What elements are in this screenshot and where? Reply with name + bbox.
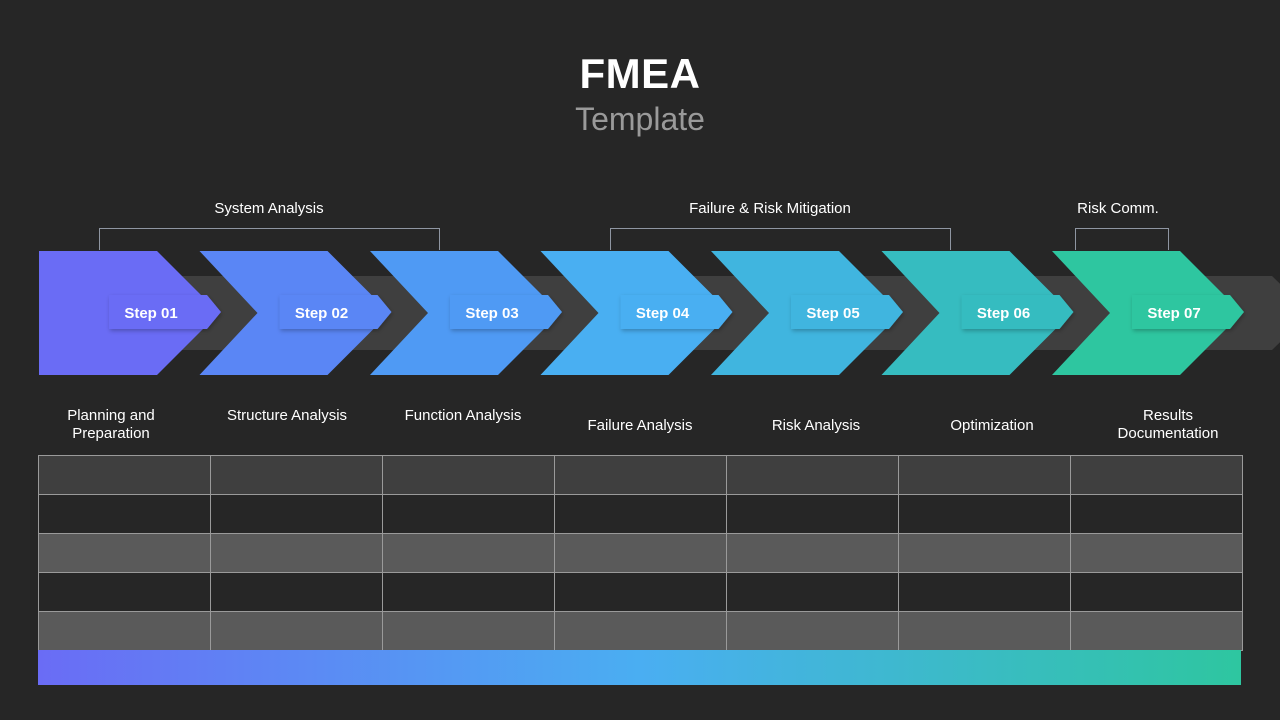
group-label-system-analysis: System Analysis [214, 200, 324, 217]
table-cell [726, 611, 899, 651]
table-cell [38, 533, 211, 573]
table-cell [1070, 533, 1243, 573]
table-cell [38, 455, 211, 495]
table-cell [554, 494, 727, 534]
table-cell [554, 533, 727, 573]
step-label-3: Function Analysis [404, 407, 522, 424]
table-cell [210, 611, 383, 651]
table-cell [726, 494, 899, 534]
table-row [38, 533, 1243, 573]
group-label-risk-comm: Risk Comm. [1077, 200, 1159, 217]
step-5-badge [791, 295, 903, 329]
table-cell [38, 572, 211, 612]
page-title: FMEA [579, 50, 701, 97]
table-cell [726, 572, 899, 612]
page-subtitle: Template [575, 101, 705, 137]
table-row [38, 572, 1243, 612]
table-cell [382, 572, 555, 612]
table-cell [554, 611, 727, 651]
step-label-5: Risk Analysis [771, 417, 861, 434]
step-2-badge [279, 295, 392, 329]
table-cell [382, 494, 555, 534]
step-label-7: Results Documentation [1117, 407, 1219, 442]
group-label-failure-risk-mitigation: Failure & Risk Mitigation [689, 200, 851, 217]
group-bracket-risk-comm [1075, 228, 1169, 250]
fmea-table [38, 455, 1243, 651]
step-3-badge-label: Step 03 [465, 305, 518, 322]
table-row [38, 611, 1243, 651]
table-cell [38, 494, 211, 534]
table-cell [210, 455, 383, 495]
table-cell [554, 572, 727, 612]
table-cell [554, 455, 727, 495]
table-cell [898, 533, 1071, 573]
table-row [38, 455, 1243, 495]
table-cell [898, 494, 1071, 534]
table-cell [382, 533, 555, 573]
table-row [38, 494, 1243, 534]
step-6-badge-label: Step 06 [977, 305, 1030, 322]
step-4-badge-label: Step 04 [636, 305, 690, 322]
step-3-badge [450, 295, 562, 329]
group-bracket-system-analysis [99, 228, 440, 250]
step-chevron-flow: Step 01 Step 02 Step 03 Step 04 Step 05 Step … [39, 251, 1280, 375]
step-label-6: Optimization [950, 417, 1034, 434]
step-label-4: Failure Analysis [587, 417, 693, 434]
table-cell [38, 611, 211, 651]
step-1-badge [109, 295, 221, 329]
step-2-badge-label: Step 02 [295, 305, 348, 322]
step-6-badge [961, 295, 1074, 329]
table-cell [898, 455, 1071, 495]
step-7-badge [1132, 295, 1244, 329]
table-cell [1070, 455, 1243, 495]
step-5-badge-label: Step 05 [806, 305, 859, 322]
group-bracket-failure-risk-mitigation [610, 228, 951, 250]
table-cell [1070, 494, 1243, 534]
table-cell [1070, 572, 1243, 612]
table-cell [898, 611, 1071, 651]
table-cell [726, 533, 899, 573]
table-cell [726, 455, 899, 495]
step-1-badge-label: Step 01 [124, 305, 177, 322]
table-cell [898, 572, 1071, 612]
step-7-badge-label: Step 07 [1147, 305, 1200, 322]
table-cell [382, 455, 555, 495]
table-cell [210, 494, 383, 534]
step-label-1: Planning and Preparation [67, 407, 155, 442]
step-label-2: Structure Analysis [226, 407, 348, 424]
step-4-badge [620, 295, 733, 329]
table-cell [382, 611, 555, 651]
table-cell [210, 533, 383, 573]
table-cell [1070, 611, 1243, 651]
gradient-footer-bar [38, 650, 1241, 685]
table-cell [210, 572, 383, 612]
